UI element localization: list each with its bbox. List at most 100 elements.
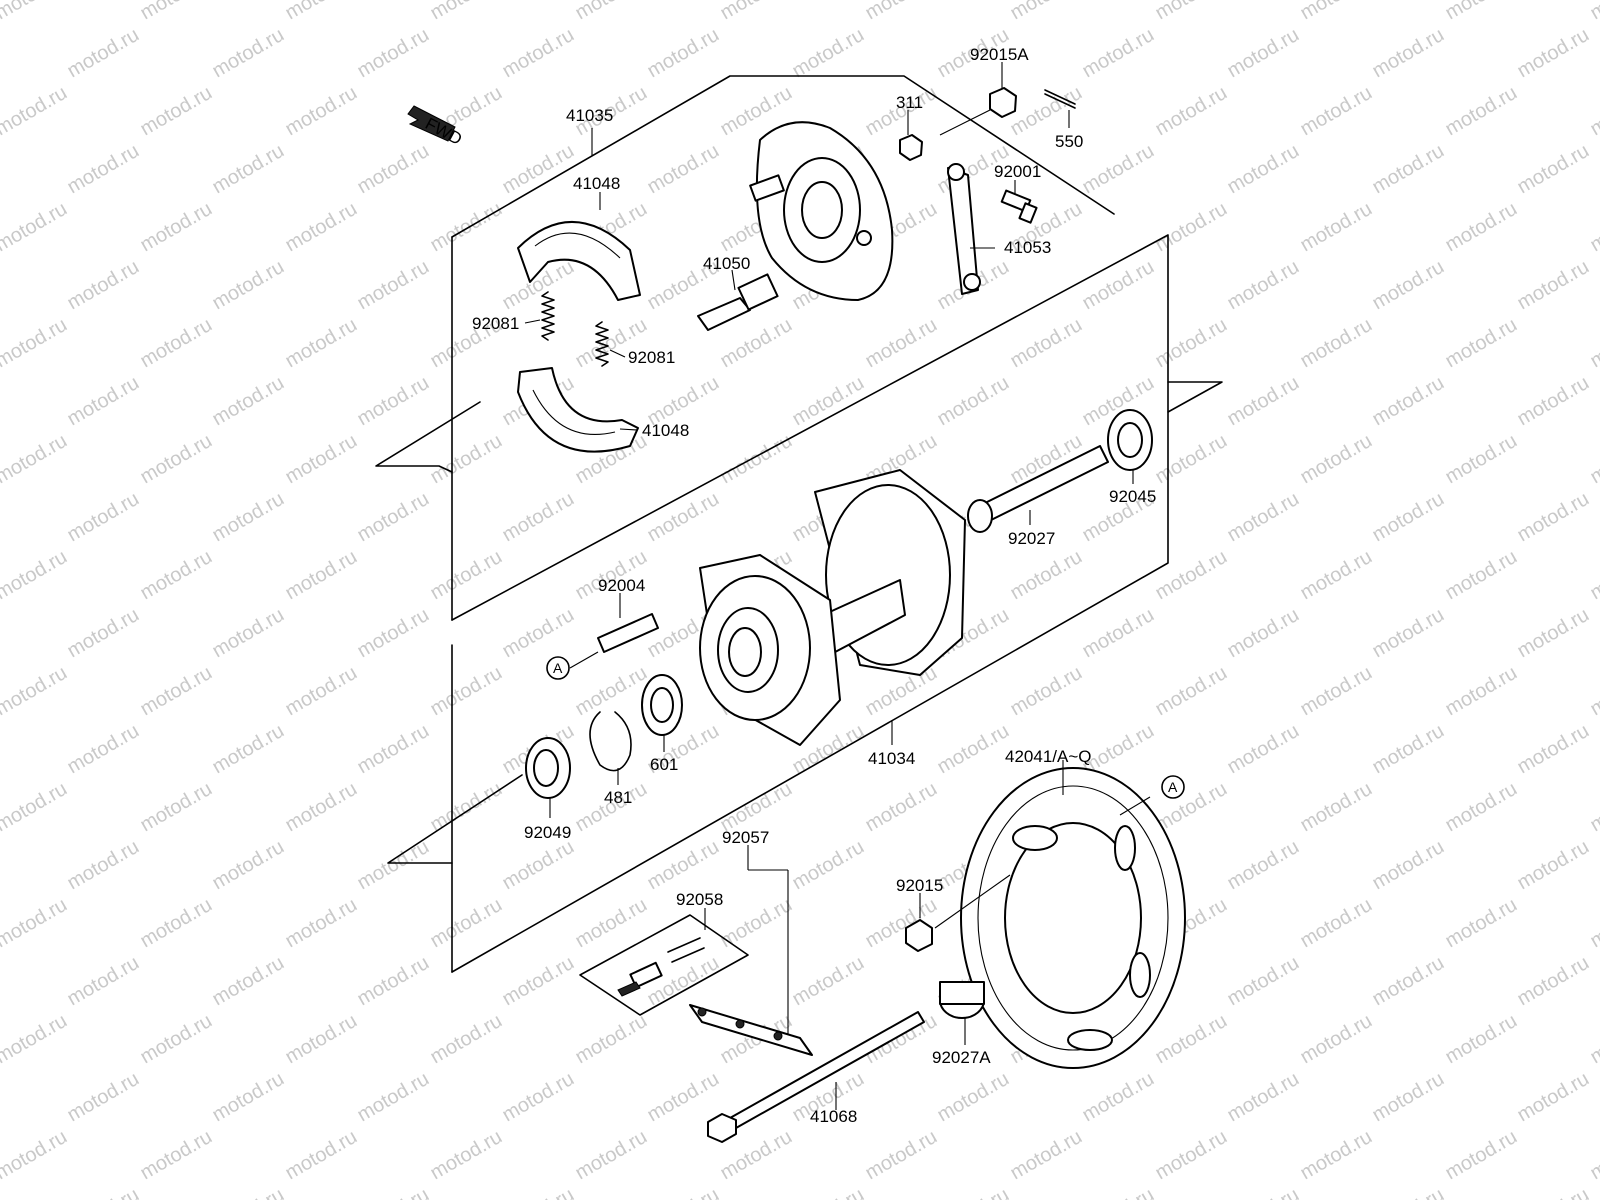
watermark-text: motod.ru: [137, 662, 216, 721]
watermark-text: motod.ru: [1369, 140, 1448, 199]
label-92058: 92058: [676, 890, 723, 909]
watermark-text: motod.ru: [1442, 894, 1521, 953]
watermark-text: motod.ru: [64, 24, 143, 83]
label-311: 311: [896, 93, 923, 112]
watermark-text: motod.ru: [1514, 952, 1593, 1011]
watermark-text: motod.ru: [1224, 952, 1303, 1011]
watermark-text: motod.ru: [1007, 546, 1086, 605]
watermark-text: motod.ru: [1514, 24, 1593, 83]
watermark-text: motod.ru: [64, 604, 143, 663]
watermark-text: motod.ru: [499, 952, 578, 1011]
watermark-text: motod.ru: [282, 1126, 361, 1185]
brake-lever: [947, 163, 981, 295]
oil-seal-92049: [525, 737, 571, 799]
watermark-text: motod.ru: [282, 1010, 361, 1069]
watermark-text: motod.ru: [1587, 1126, 1600, 1185]
watermark-text: motod.ru: [282, 546, 361, 605]
watermark-text: motod.ru: [1514, 256, 1593, 315]
watermark-text: motod.ru: [1007, 0, 1086, 24]
watermark-text: motod.ru: [64, 488, 143, 547]
watermark-text: motod.ru: [1587, 662, 1600, 721]
watermark-text: motod.ru: [354, 952, 433, 1011]
ref-marker-a-left-label: A: [553, 660, 563, 676]
watermark-text: motod.ru: [789, 372, 868, 431]
watermark-text: motod.ru: [0, 198, 71, 257]
watermark-text: motod.ru: [209, 1184, 288, 1200]
watermark-text: motod.ru: [1514, 488, 1593, 547]
watermark-text: motod.ru: [1079, 256, 1158, 315]
watermark-text: motod.ru: [282, 82, 361, 141]
nut-311: [899, 134, 923, 161]
wheel-hub-41034: [699, 469, 966, 746]
label-92081-right: 92081: [628, 348, 675, 367]
watermark-text: motod.ru: [862, 1126, 941, 1185]
hub-frame: [387, 234, 1223, 973]
label-92015: 92015: [896, 876, 943, 895]
spacer-92027: [967, 445, 1109, 533]
watermark-text: motod.ru: [572, 1126, 651, 1185]
watermark-text: motod.ru: [64, 256, 143, 315]
watermark-text: motod.ru: [1224, 372, 1303, 431]
watermark-text: motod.ru: [717, 0, 796, 24]
watermark-text: motod.ru: [1297, 1126, 1376, 1185]
watermark-text: motod.ru: [1369, 720, 1448, 779]
watermark-text: motod.ru: [1079, 140, 1158, 199]
watermark-text: motod.ru: [1442, 546, 1521, 605]
return-spring-right: [595, 321, 609, 367]
watermark-text: motod.ru: [0, 1126, 71, 1185]
watermark-text: motod.ru: [789, 836, 868, 895]
watermark-text: motod.ru: [282, 894, 361, 953]
label-41068: 41068: [810, 1107, 857, 1126]
watermark-text: motod.ru: [137, 0, 216, 24]
watermark-text: motod.ru: [862, 778, 941, 837]
watermark-text: motod.ru: [64, 836, 143, 895]
watermark-text: motod.ru: [1369, 488, 1448, 547]
watermark-text: motod.ru: [1152, 1126, 1231, 1185]
label-41050: 41050: [703, 254, 750, 273]
watermark-text: motod.ru: [1079, 604, 1158, 663]
watermark-text: motod.ru: [1152, 1010, 1231, 1069]
watermark-text: motod.ru: [1442, 1010, 1521, 1069]
watermark-text: motod.ru: [1587, 894, 1600, 953]
label-41048-upper: 41048: [573, 174, 620, 193]
watermark-text: motod.ru: [1587, 198, 1600, 257]
watermark-text: motod.ru: [137, 894, 216, 953]
watermark-text: motod.ru: [862, 0, 941, 24]
nut-92015: [905, 919, 933, 952]
nut-92015A: [989, 87, 1017, 118]
watermark-text: motod.ru: [64, 720, 143, 779]
watermark-text: motod.ru: [1297, 430, 1376, 489]
label-41053: 41053: [1004, 238, 1051, 257]
watermark-text: motod.ru: [789, 1184, 868, 1200]
watermark-text: motod.ru: [1152, 0, 1231, 24]
watermark-text: motod.ru: [0, 314, 71, 373]
watermark-text: motod.ru: [427, 546, 506, 605]
watermark-text: motod.ru: [1369, 24, 1448, 83]
label-92027A: 92027A: [932, 1048, 991, 1067]
watermark-text: motod.ru: [427, 1126, 506, 1185]
label-92001: 92001: [994, 162, 1041, 181]
watermark-text: motod.ru: [1007, 1126, 1086, 1185]
watermark-text: motod.ru: [137, 1010, 216, 1069]
label-550: 550: [1055, 132, 1083, 151]
watermark-text: motod.ru: [1369, 836, 1448, 895]
brake-panel: [749, 121, 894, 301]
watermark-text: motod.ru: [1297, 546, 1376, 605]
watermark-text: motod.ru: [427, 430, 506, 489]
bearing-92045: [1107, 409, 1153, 471]
watermark-text: motod.ru: [1224, 140, 1303, 199]
label-92004: 92004: [598, 576, 645, 595]
sprocket-42041: [960, 767, 1186, 1069]
watermark-text: motod.ru: [1224, 1184, 1303, 1200]
master-link-92058: [579, 914, 749, 1016]
brake-cam: [697, 273, 779, 331]
watermark-text: motod.ru: [1442, 778, 1521, 837]
watermark-text: motod.ru: [0, 546, 71, 605]
watermark-text: motod.ru: [934, 720, 1013, 779]
watermark-text: motod.ru: [209, 24, 288, 83]
chain-92057: [689, 1004, 813, 1056]
watermark-text: motod.ru: [1152, 430, 1231, 489]
watermark-text: motod.ru: [1442, 198, 1521, 257]
watermark-text: motod.ru: [137, 1126, 216, 1185]
